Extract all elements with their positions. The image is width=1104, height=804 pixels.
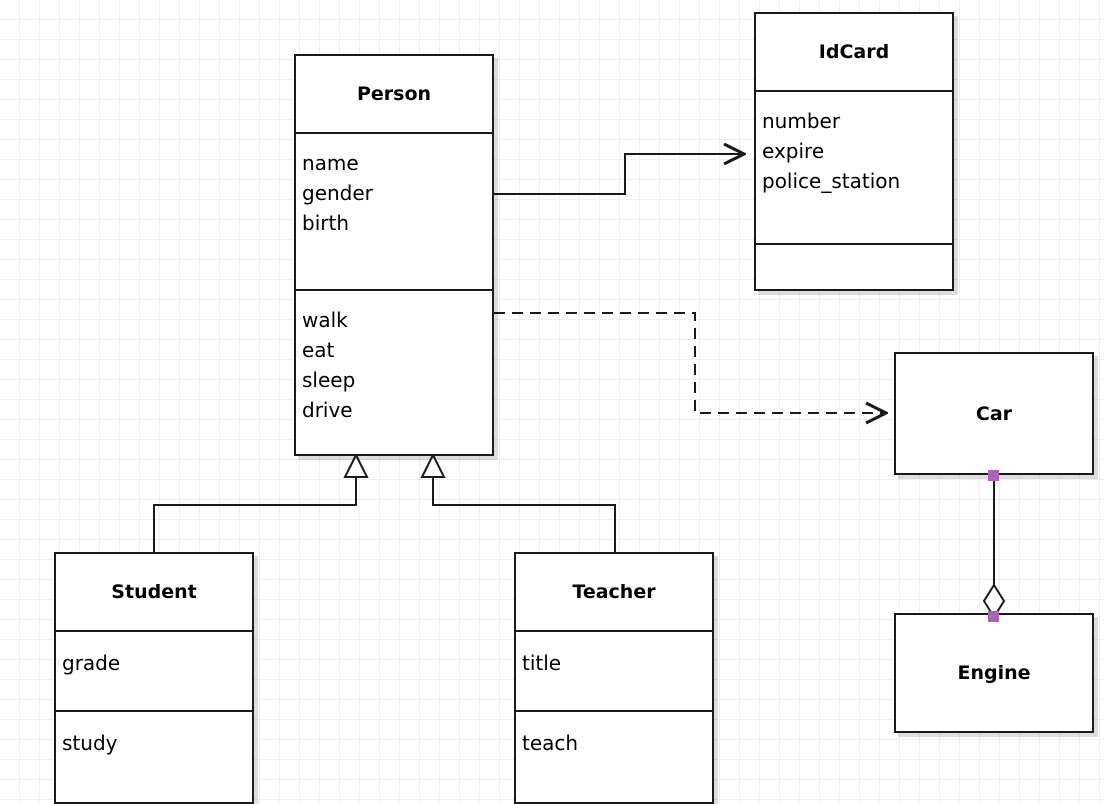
method-row: study: [62, 731, 118, 755]
class-methods-teacher: teach: [516, 710, 712, 802]
uml-class-idcard[interactable]: IdCard number expire police_station: [754, 12, 954, 291]
relation-student-person[interactable]: [153, 452, 369, 552]
method-row: eat: [302, 338, 335, 362]
uml-class-car[interactable]: Car: [894, 352, 1094, 475]
uml-class-engine[interactable]: Engine: [894, 613, 1094, 733]
uml-class-teacher[interactable]: Teacher title teach: [514, 552, 714, 804]
uml-class-student[interactable]: Student grade study: [54, 552, 254, 804]
attribute-row: grade: [62, 651, 121, 675]
class-methods-idcard: [756, 243, 952, 289]
class-title-student: Student: [111, 581, 197, 603]
class-attributes-idcard: number expire police_station: [756, 90, 952, 243]
class-attributes-person: name gender birth: [296, 132, 492, 289]
method-row: drive: [302, 398, 353, 422]
class-title-car: Car: [975, 402, 1013, 425]
class-attributes-teacher: title: [516, 630, 712, 710]
class-title-person: Person: [356, 83, 432, 105]
attribute-row: title: [522, 651, 562, 675]
attribute-row: expire: [762, 139, 825, 163]
class-title-teacher: Teacher: [572, 581, 656, 603]
attribute-row: gender: [302, 181, 373, 205]
class-methods-person: walk eat sleep drive: [296, 289, 492, 454]
connector-handle-engine-end[interactable]: [988, 611, 999, 622]
method-row: walk: [302, 308, 348, 332]
class-methods-student: study: [56, 710, 252, 802]
relation-car-engine[interactable]: [982, 475, 1006, 619]
connector-handle-car-end[interactable]: [988, 470, 999, 481]
attribute-row: police_station: [762, 169, 901, 193]
attribute-row: name: [302, 151, 359, 175]
attribute-row: birth: [302, 211, 349, 235]
relation-teacher-person[interactable]: [420, 452, 616, 552]
method-row: teach: [522, 731, 579, 755]
class-attributes-student: grade: [56, 630, 252, 710]
uml-class-person[interactable]: Person name gender birth walk eat sleep …: [294, 54, 494, 456]
class-title-engine: Engine: [957, 662, 1031, 684]
relation-person-idcard[interactable]: [494, 154, 744, 195]
attribute-row: number: [762, 109, 841, 133]
method-row: sleep: [302, 368, 356, 392]
relation-person-car[interactable]: [494, 312, 886, 413]
class-title-idcard: IdCard: [818, 41, 890, 63]
